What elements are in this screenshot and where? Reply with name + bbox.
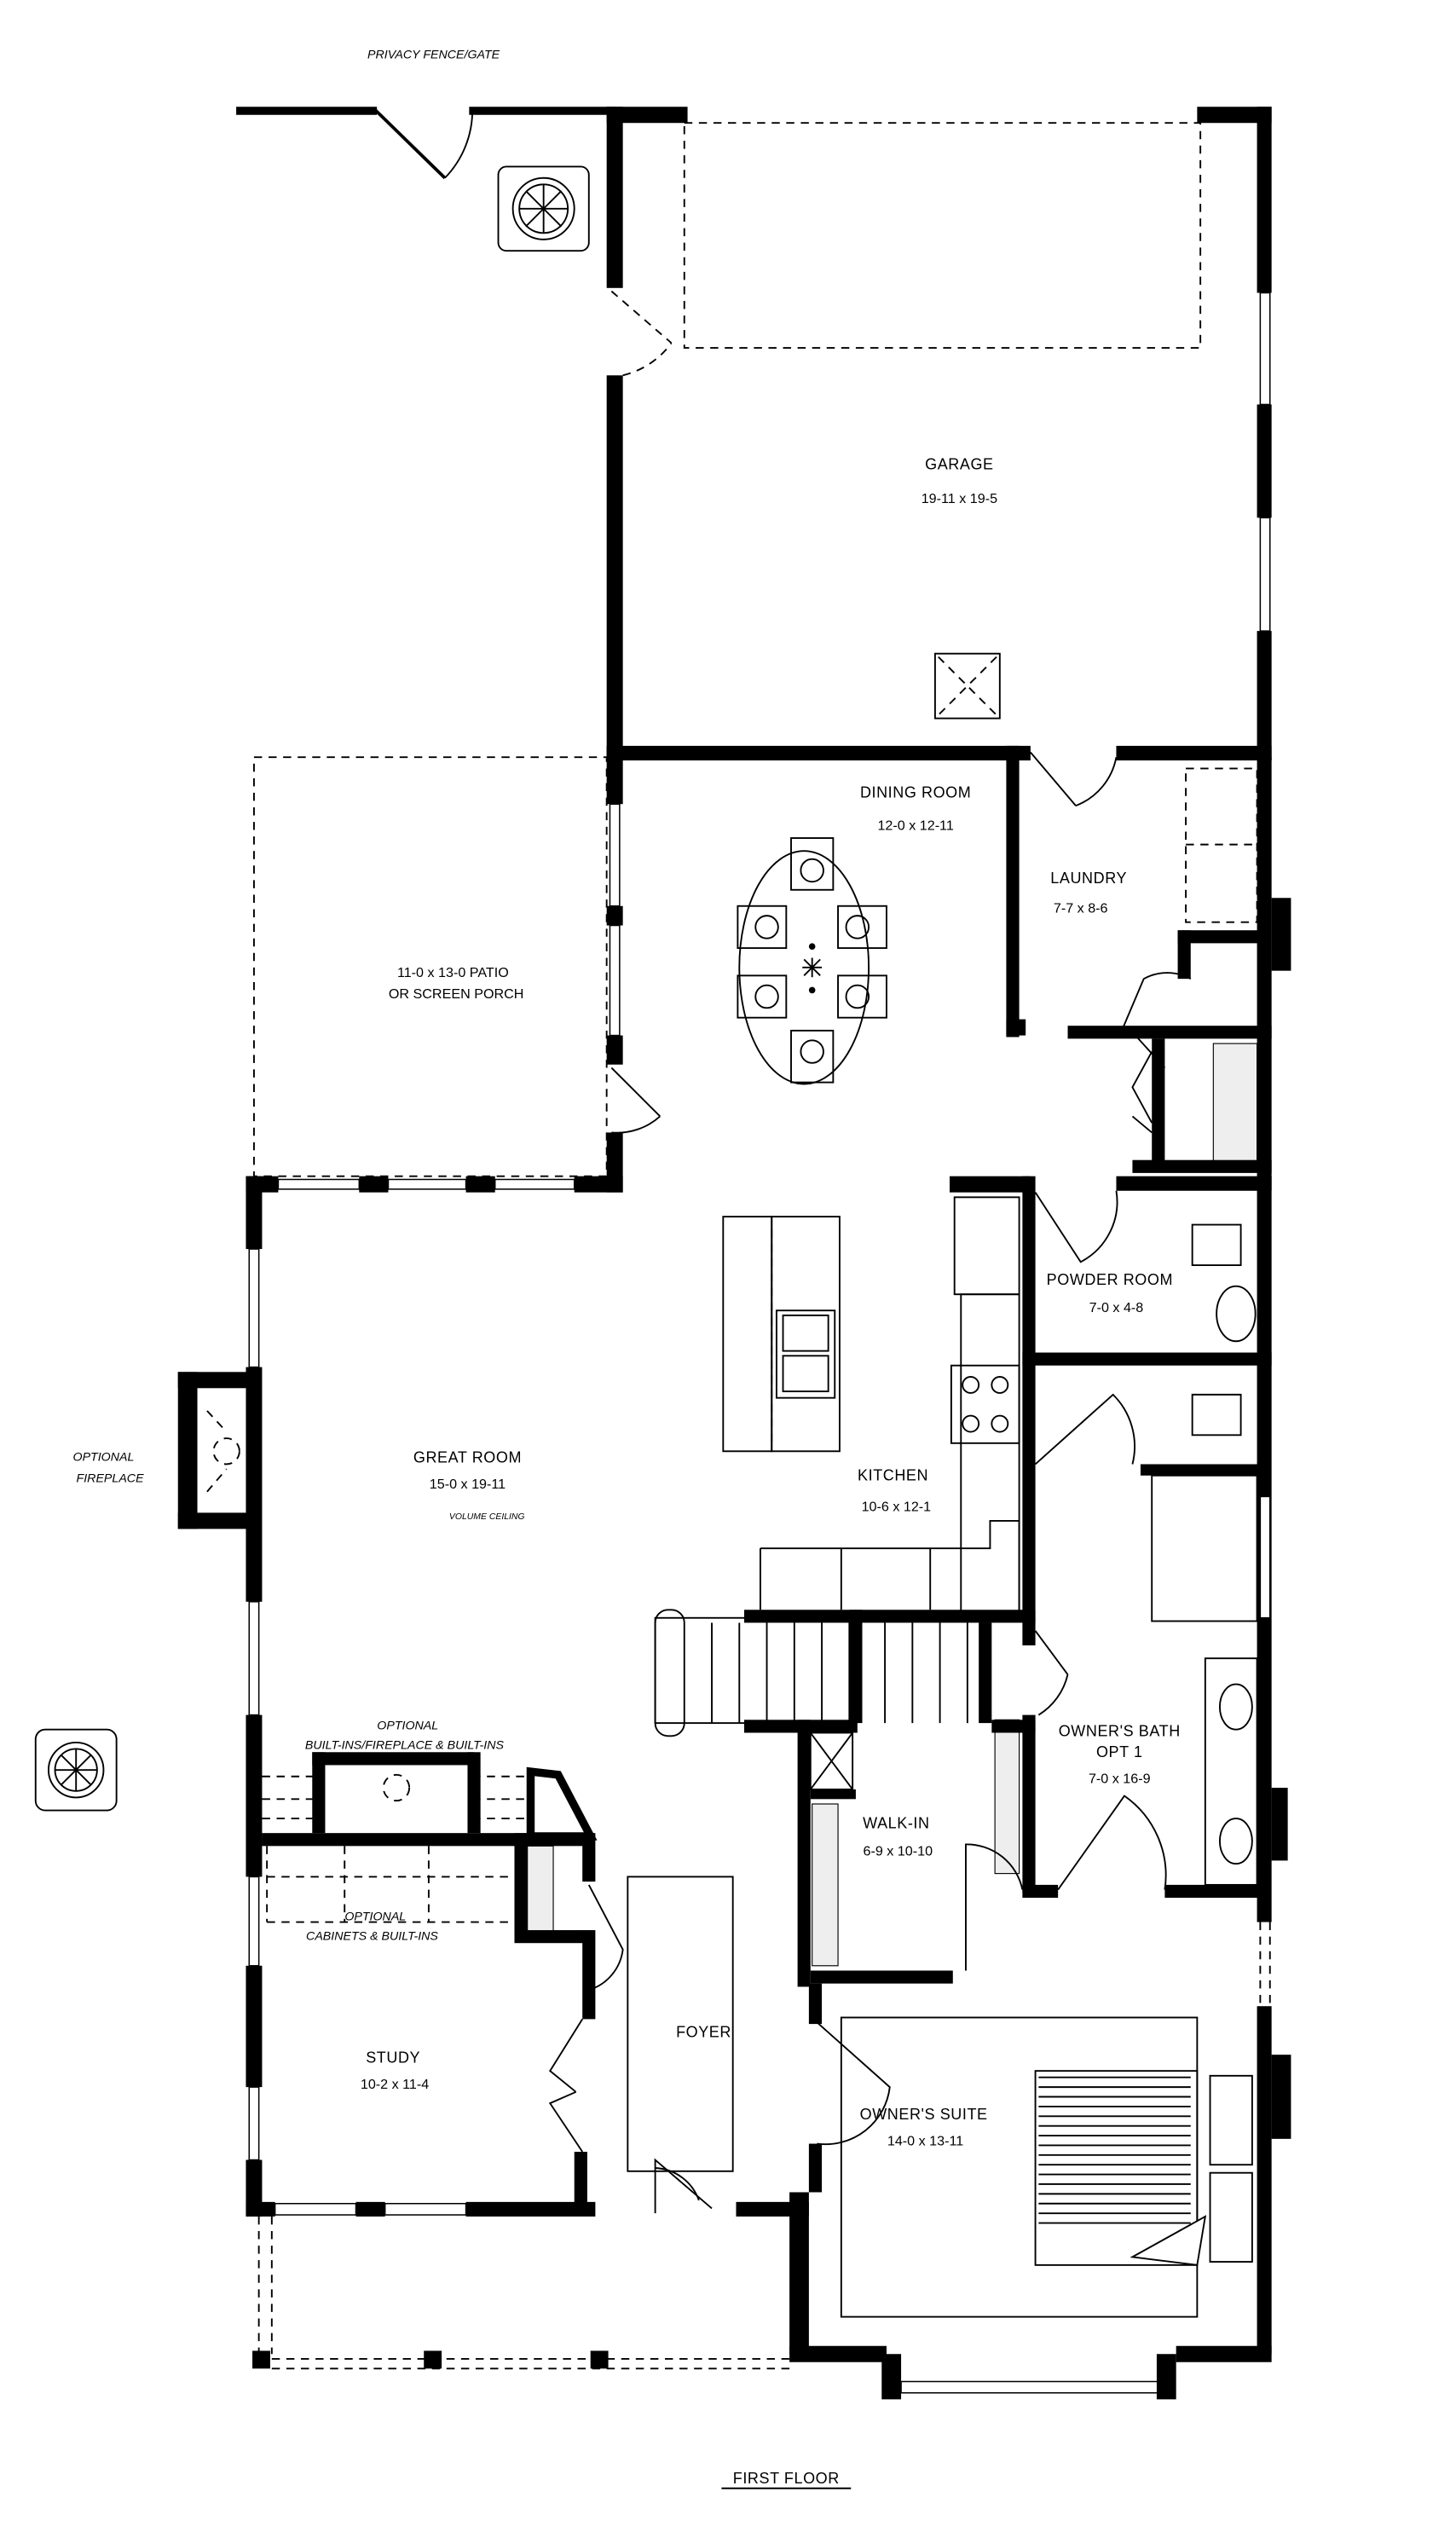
patio-label: 11-0 x 13-0 PATIO [397, 965, 509, 980]
dining-table [738, 850, 870, 1085]
owners-bath-dims: 7-0 x 16-9 [1089, 1771, 1151, 1786]
study [262, 1752, 734, 2209]
great-room-label: GREAT ROOM [413, 1449, 522, 1466]
dining-label: DINING ROOM [860, 784, 971, 801]
walk-in-closet [797, 1719, 1036, 1987]
fireplace-note: OPTIONAL [73, 1451, 135, 1465]
walk-in-dims: 6-9 x 10-10 [863, 1844, 933, 1859]
owners-suite [789, 1983, 1272, 2400]
great-room-dims: 15-0 x 19-11 [430, 1477, 506, 1492]
dining-chair [737, 905, 788, 950]
kitchen-island [722, 1216, 841, 1453]
patio-label-2: OR SCREEN PORCH [389, 986, 524, 1002]
dining-chair [837, 905, 887, 950]
optional-fireplace [177, 1372, 260, 1529]
kitchen-dims: 10-6 x 12-1 [862, 1500, 932, 1515]
dining-dims: 12-0 x 12-11 [877, 818, 953, 834]
front-porch [252, 2216, 793, 2370]
fireplace-note-2: FIREPLACE [77, 1471, 145, 1485]
owners-bath [1022, 1393, 1270, 1899]
laundry-dims: 7-7 x 8-6 [1054, 900, 1108, 916]
garage-label: GARAGE [925, 455, 994, 472]
dining-chair [790, 837, 835, 891]
dining-chair [790, 1029, 835, 1084]
owners-bath-label: OWNER'S BATH [1059, 1722, 1181, 1739]
kitchen-label: KITCHEN [858, 1466, 928, 1483]
powder-room-label: POWDER ROOM [1047, 1271, 1173, 1288]
powder-room-dims: 7-0 x 4-8 [1089, 1300, 1144, 1315]
floor-title: FIRST FLOOR [733, 2470, 840, 2487]
dining-chair [737, 974, 788, 1019]
garage [606, 107, 1272, 806]
privacy-fence-gate [236, 107, 615, 180]
study-dims: 10-2 x 11-4 [361, 2077, 429, 2092]
fence-label: PRIVACY FENCE/GATE [367, 48, 500, 61]
study-label: STUDY [366, 2049, 420, 2067]
dining-chair [837, 974, 887, 1019]
owners-suite-label: OWNER'S SUITE [860, 2106, 988, 2123]
owners-suite-dims: 14-0 x 13-11 [887, 2133, 963, 2148]
range-cooktop [950, 1364, 1020, 1444]
laundry-label: LAUNDRY [1050, 870, 1127, 887]
staircase [654, 1609, 1036, 1737]
ac-unit-icon [34, 1728, 118, 1812]
laundry [1006, 745, 1272, 1173]
foyer-label: FOYER [676, 2023, 731, 2040]
cabinets-note-2: CABINETS & BUILT-INS [306, 1929, 438, 1943]
cabinets-note: OPTIONAL [344, 1911, 406, 1924]
volume-ceiling-note: VOLUME CEILING [449, 1512, 525, 1522]
walk-in-label: WALK-IN [863, 1814, 929, 1831]
builtins-note: OPTIONAL [377, 1720, 438, 1733]
patio-screen-porch [253, 756, 608, 1177]
ac-unit-icon [497, 165, 590, 252]
builtins-note-2: BUILT-INS/FIREPLACE & BUILT-INS [305, 1738, 505, 1752]
owners-bath-option: OPT 1 [1096, 1743, 1143, 1760]
garage-dims: 19-11 x 19-5 [922, 491, 997, 506]
powder-room [1022, 1176, 1272, 1614]
